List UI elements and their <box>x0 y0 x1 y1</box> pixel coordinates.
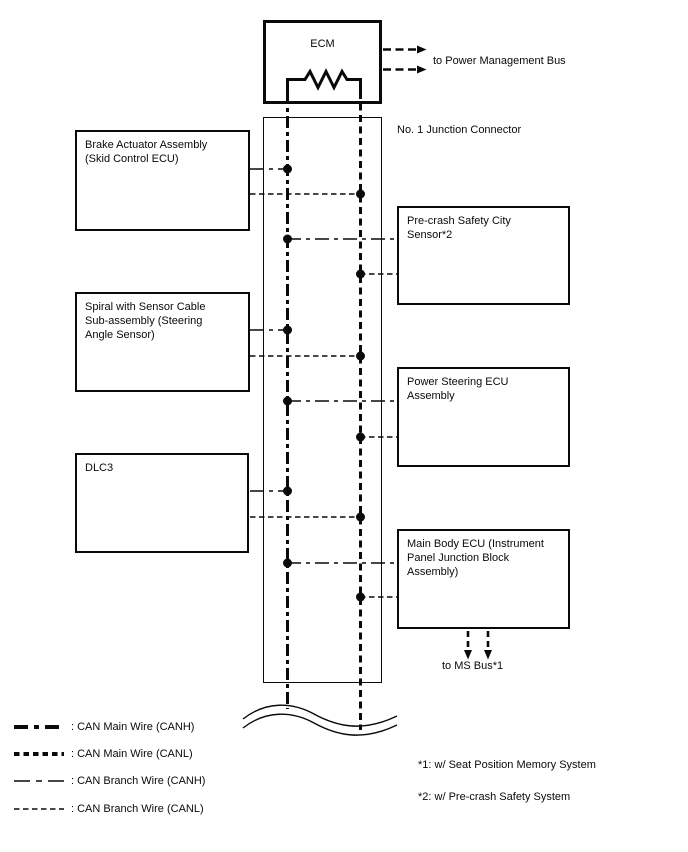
module-box-dlc3: DLC3 <box>75 453 249 553</box>
legend-item-branch-canl: : CAN Branch Wire (CANL) <box>14 801 204 817</box>
legend-label: : CAN Main Wire (CANL) <box>71 748 193 760</box>
module-box-power-steering-ecu: Power Steering ECU Assembly <box>397 367 570 467</box>
legend-item-branch-canh: : CAN Branch Wire (CANH) <box>14 773 205 789</box>
ms-bus-arrows-icon <box>464 631 492 660</box>
module-label: Spiral with Sensor Cable Sub-assembly (S… <box>85 301 206 341</box>
branch-canh-line-icon <box>14 780 64 782</box>
ms-bus-label: to MS Bus*1 <box>442 660 504 672</box>
legend-label: : CAN Branch Wire (CANH) <box>71 775 206 787</box>
can-branch-wires-canl <box>250 193 397 598</box>
junction-dots-canh <box>283 164 292 568</box>
branch-canl-line-icon <box>14 808 64 810</box>
legend-item-main-canh: : CAN Main Wire (CANH) <box>14 719 194 735</box>
module-label: Pre-crash Safety City Sensor*2 <box>407 215 511 241</box>
wire-break-wavy-icon <box>242 704 398 736</box>
terminating-resistor-icon <box>286 68 362 92</box>
legend-label: : CAN Main Wire (CANH) <box>71 721 195 733</box>
footnote-precrash-safety: *2: w/ Pre-crash Safety System <box>418 791 571 803</box>
module-box-main-body-ecu: Main Body ECU (Instrument Panel Junction… <box>397 529 570 629</box>
legend-label: : CAN Branch Wire (CANL) <box>71 803 204 815</box>
junction-connector-box <box>263 117 382 683</box>
main-canl-line-icon <box>14 752 64 756</box>
ecm-label: ECM <box>310 38 335 50</box>
module-label: Brake Actuator Assembly (Skid Control EC… <box>85 139 208 165</box>
footnote-seat-position: *1: w/ Seat Position Memory System <box>418 759 596 771</box>
power-bus-arrows-icon <box>383 45 427 74</box>
power-bus-label: to Power Management Bus <box>433 55 566 67</box>
legend-item-main-canl: : CAN Main Wire (CANL) <box>14 746 193 762</box>
junction-dots-canl <box>356 189 365 602</box>
module-label: Power Steering ECU Assembly <box>407 376 509 402</box>
module-label: Main Body ECU (Instrument Panel Junction… <box>407 538 544 578</box>
module-box-spiral-cable: Spiral with Sensor Cable Sub-assembly (S… <box>75 292 250 392</box>
can-branch-wires-canh <box>250 168 397 564</box>
ecm-box: ECM <box>263 20 382 104</box>
module-box-brake-actuator: Brake Actuator Assembly (Skid Control EC… <box>75 130 250 231</box>
module-label: DLC3 <box>85 462 114 474</box>
module-box-precrash-sensor: Pre-crash Safety City Sensor*2 <box>397 206 570 305</box>
main-canh-line-icon <box>14 725 64 729</box>
junction-connector-label: No. 1 Junction Connector <box>397 124 522 136</box>
